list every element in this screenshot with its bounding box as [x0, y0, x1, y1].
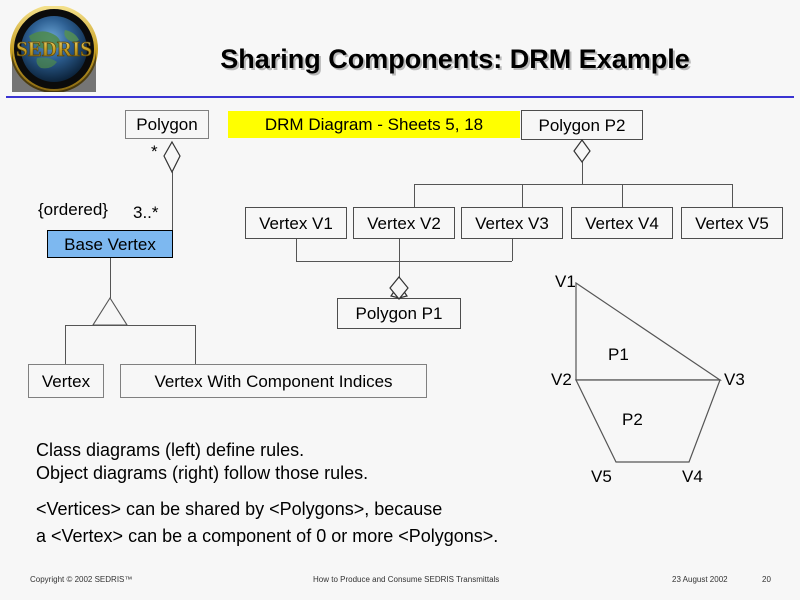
object-node-polygon-p1[interactable]: Polygon P1 [337, 298, 461, 329]
footer-page-number: 20 [762, 575, 771, 584]
sketch-label-v4: V4 [682, 467, 703, 486]
edge-v1-to-p1-bus [296, 239, 297, 261]
object-node-vertex-v5[interactable]: Vertex V5 [681, 207, 783, 239]
p2-aggregation-bus [414, 184, 732, 185]
multiplicity-three-or-more: 3..* [133, 203, 159, 222]
footer-copyright: Copyright © 2002 SEDRIS™ [30, 575, 133, 584]
object-node-vertex-v2[interactable]: Vertex V2 [353, 207, 455, 239]
footer-center-text: How to Produce and Consume SEDRIS Transm… [313, 575, 500, 584]
page-title: Sharing Components: DRM Example [220, 44, 690, 74]
constraint-ordered: {ordered} [38, 200, 108, 219]
object-node-vertex-v1[interactable]: Vertex V1 [245, 207, 347, 239]
aggregation-diamond-polygon-p1 [390, 282, 408, 299]
edge-p2-bus-to-v3 [522, 184, 523, 207]
p1-aggregation-bus [296, 261, 512, 262]
object-node-vertex-v5-label: Vertex V5 [695, 213, 769, 233]
class-node-vertex-with-component-indices[interactable]: Vertex With Component Indices [120, 364, 427, 398]
class-node-polygon[interactable]: Polygon [125, 110, 209, 139]
class-node-vwci-label: Vertex With Component Indices [154, 371, 393, 391]
edge-p2-diamond-stem [582, 162, 583, 184]
edge-bus-to-vertex [65, 325, 66, 364]
body-line-4: a <Vertex> can be a component of 0 or mo… [36, 526, 499, 546]
class-node-base-vertex-label: Base Vertex [64, 234, 156, 254]
edge-v3-to-p1-bus [512, 239, 513, 261]
object-node-polygon-p2[interactable]: Polygon P2 [521, 110, 643, 140]
sedris-logo: SEDRIS [7, 5, 101, 93]
footer-date: 23 August 2002 [672, 575, 728, 584]
header-divider [6, 96, 794, 98]
object-node-vertex-v3-label: Vertex V3 [475, 213, 549, 233]
object-node-polygon-p2-label: Polygon P2 [538, 115, 626, 135]
class-node-polygon-label: Polygon [136, 115, 198, 134]
sedris-logo-wordmark: SEDRIS [16, 37, 92, 61]
aggregation-diamond-polygon [163, 140, 181, 174]
edge-base-vertex-to-generalization [110, 258, 111, 298]
object-node-vertex-v4[interactable]: Vertex V4 [571, 207, 673, 239]
body-line-3: <Vertices> can be shared by <Polygons>, … [36, 499, 443, 519]
object-node-polygon-p1-label: Polygon P1 [355, 304, 443, 323]
class-node-base-vertex[interactable]: Base Vertex [47, 230, 173, 258]
polygon-face-p1 [575, 281, 722, 381]
sketch-label-p2: P2 [622, 410, 643, 429]
object-node-vertex-v1-label: Vertex V1 [259, 213, 333, 233]
sketch-label-p1: P1 [608, 345, 629, 364]
edge-p1-bus-to-diamond [399, 261, 400, 284]
sketch-label-v3: V3 [724, 370, 745, 389]
class-node-vertex[interactable]: Vertex [28, 364, 104, 398]
generalization-bus [65, 325, 195, 326]
object-node-vertex-v3[interactable]: Vertex V3 [461, 207, 563, 239]
body-line-1: Class diagrams (left) define rules. [36, 440, 305, 460]
edge-p2-bus-to-v4 [622, 184, 623, 207]
sketch-label-v1: V1 [555, 272, 576, 291]
edge-bus-to-vwci [195, 325, 196, 364]
object-node-vertex-v4-label: Vertex V4 [585, 213, 659, 233]
sketch-label-v5: V5 [591, 467, 612, 486]
edge-p2-bus-to-v5 [732, 184, 733, 207]
aggregation-diamond-polygon-p2 [573, 138, 591, 164]
edge-p2-bus-to-v2 [414, 184, 415, 207]
drm-diagram-banner: DRM Diagram - Sheets 5, 18 [228, 111, 520, 138]
class-node-vertex-label: Vertex [41, 371, 91, 391]
generalization-triangle [92, 296, 128, 326]
drm-diagram-banner-label: DRM Diagram - Sheets 5, 18 [264, 114, 484, 134]
sketch-label-v2: V2 [551, 370, 572, 389]
body-line-2: Object diagrams (right) follow those rul… [36, 463, 369, 483]
multiplicity-star: * [151, 142, 158, 161]
object-node-vertex-v2-label: Vertex V2 [367, 213, 441, 233]
edge-polygon-to-base-vertex [172, 172, 173, 230]
polygon-face-p2 [575, 379, 721, 463]
edge-v2-to-p1-bus [399, 239, 400, 261]
